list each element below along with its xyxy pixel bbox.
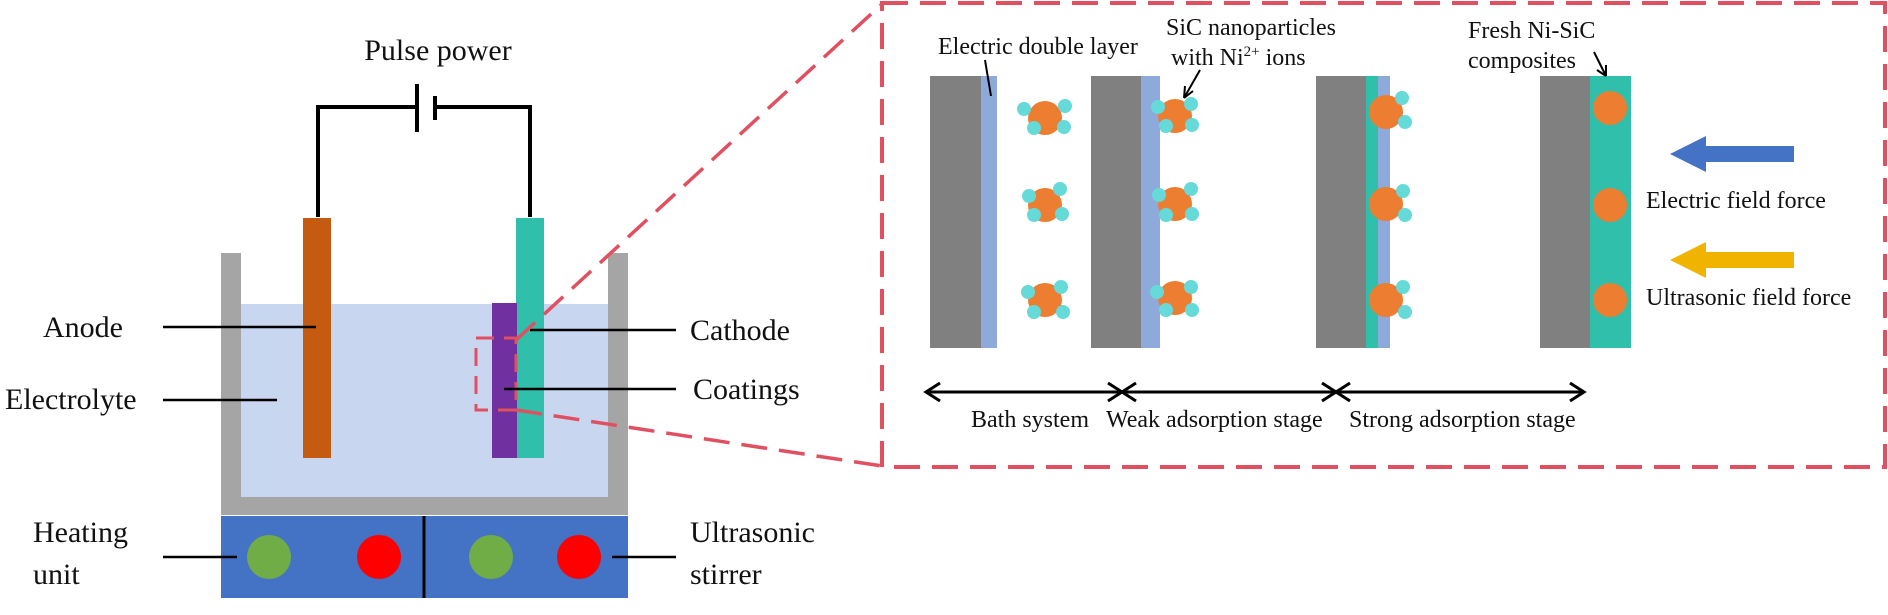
- particle-cluster-s1-1: [1017, 99, 1072, 135]
- sic-label-suffix: ions: [1260, 45, 1306, 71]
- zoom-connector-bottom: [515, 408, 883, 468]
- stirrer-dot-1: [357, 535, 401, 579]
- particle-cluster-s3-2: [1369, 184, 1412, 222]
- heater-dot-2: [469, 535, 513, 579]
- power-wire-left: [316, 105, 415, 217]
- particle-cluster-s2-1: [1151, 97, 1199, 133]
- embedded-particle-2: [1593, 188, 1627, 222]
- particle-cluster-s1-3: [1021, 280, 1070, 319]
- coating-layer: [492, 303, 517, 458]
- stage-span-arrows: [923, 381, 1587, 403]
- electrolyte: [241, 304, 608, 497]
- edl-label: Electric double layer: [938, 34, 1138, 60]
- tank-bottom: [221, 497, 628, 515]
- double-layer-2: [1141, 76, 1160, 348]
- particle-cluster-s3-1: [1369, 91, 1412, 129]
- particle-cluster-s1-2: [1022, 182, 1069, 222]
- sic-label-superscript: 2+: [1244, 44, 1260, 60]
- heating-label-line1: Heating: [33, 516, 128, 549]
- power-wire-right: [435, 105, 532, 217]
- zoom-connector-top: [514, 2, 884, 342]
- electric-force-arrow: [1670, 136, 1794, 172]
- sic-label-line1: SiC nanoparticles: [1166, 15, 1336, 41]
- heating-label-line2: unit: [33, 558, 80, 591]
- substrate-4: [1540, 76, 1590, 348]
- coatings-label: Coatings: [693, 373, 800, 406]
- sic-label-line2: with Ni2+ ions: [1171, 44, 1306, 71]
- zoom-panel-border: [880, 1, 1887, 469]
- sic-pointer-arrow: [1183, 69, 1201, 99]
- power-label: Pulse power: [364, 34, 511, 67]
- stirrer-label-line2: stirrer: [690, 558, 762, 591]
- stage-label-weak: Weak adsorption stage: [1106, 407, 1323, 433]
- fresh-label-line1: Fresh Ni-SiC: [1468, 18, 1595, 44]
- fresh-pointer-arrow: [1593, 51, 1607, 77]
- stirrer-label-line1: Ultrasonic: [690, 516, 815, 549]
- cathode-label: Cathode: [690, 314, 790, 347]
- stage-label-bath: Bath system: [971, 407, 1089, 433]
- particle-cluster-s2-3: [1150, 280, 1199, 317]
- fresh-label-line2: composites: [1468, 48, 1576, 74]
- particle-cluster-s2-2: [1152, 182, 1199, 222]
- substrate-3: [1316, 76, 1366, 348]
- electric-force-label: Electric field force: [1646, 188, 1826, 214]
- stage-label-strong: Strong adsorption stage: [1349, 407, 1576, 433]
- substrate-2: [1091, 76, 1141, 348]
- zoom-panel: Electric double layer SiC nanoparticles …: [880, 1, 1887, 469]
- anode-label: Anode: [43, 311, 123, 344]
- embedded-particle-1: [1593, 91, 1627, 125]
- substrate-1: [930, 76, 981, 348]
- double-layer-1: [981, 76, 997, 348]
- tank-left-wall: [221, 253, 241, 515]
- stirrer-dot-2: [557, 535, 601, 579]
- particle-cluster-s3-3: [1369, 280, 1412, 319]
- heater-dot-1: [247, 535, 291, 579]
- plating-cell: Pulse power Anode Electrolyte Cathode Co…: [5, 34, 815, 598]
- electrolyte-label: Electrolyte: [5, 383, 137, 416]
- embedded-particle-3: [1593, 283, 1627, 317]
- ultrasonic-force-label: Ultrasonic field force: [1646, 285, 1851, 311]
- tank-right-wall: [608, 253, 628, 515]
- sic-label-prefix: with Ni: [1171, 45, 1244, 71]
- anode-electrode: [303, 218, 331, 458]
- ultrasonic-force-arrow: [1670, 242, 1794, 278]
- edl-leader: [984, 59, 992, 97]
